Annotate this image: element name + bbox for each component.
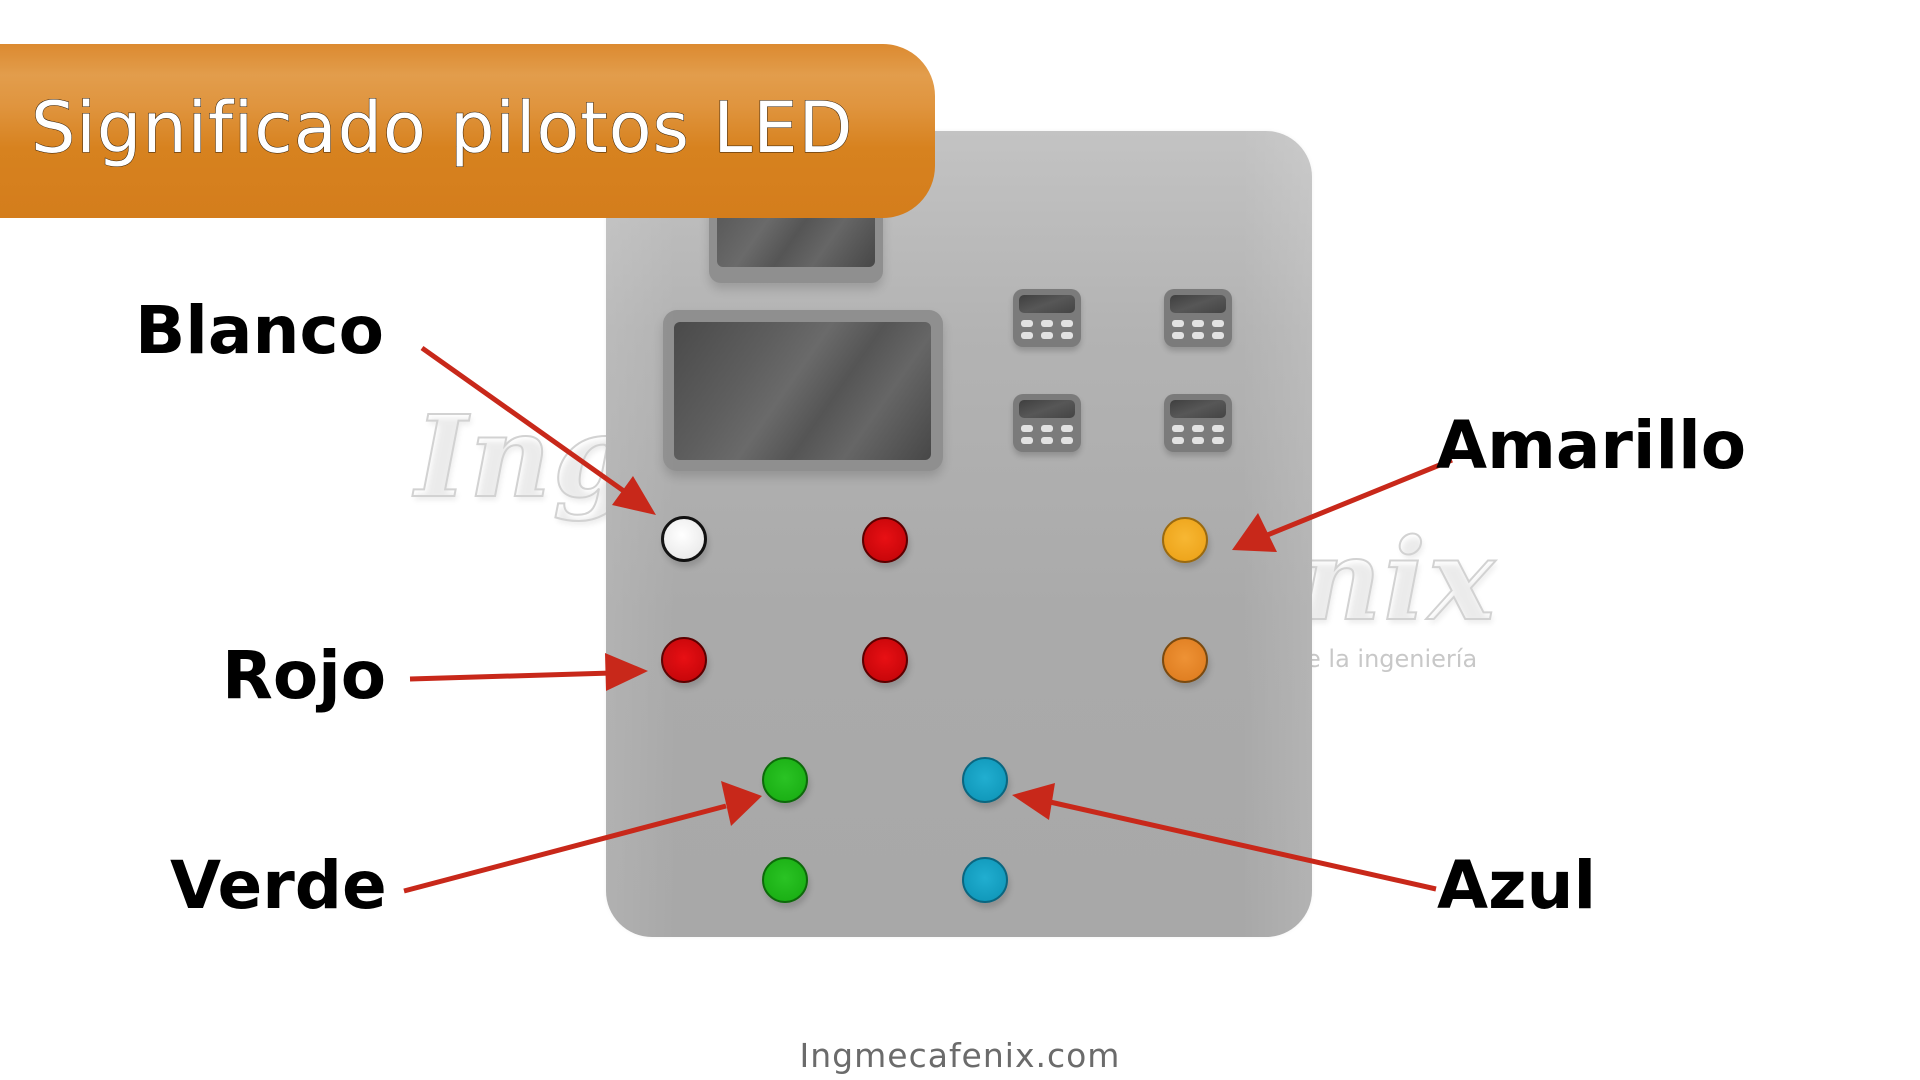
meter-module-4 (1164, 394, 1232, 452)
label-amarillo: Amarillo (1436, 407, 1747, 484)
led-red-1 (862, 517, 908, 563)
footer-website: Ingmecafenix.com (799, 1036, 1121, 1075)
title-banner (0, 44, 935, 218)
led-orange (1162, 637, 1208, 683)
led-yellow (1162, 517, 1208, 563)
watermark-brand-right: nix (1299, 514, 1497, 647)
led-white (661, 516, 707, 562)
watermark-brand-left: Ing (414, 391, 634, 524)
large-display (663, 310, 943, 471)
meter-module-3 (1013, 394, 1081, 452)
watermark-tagline: e la ingeniería (1306, 645, 1478, 673)
led-red-3 (862, 637, 908, 683)
page-title: Significado pilotos LED (30, 87, 854, 170)
large-display-screen (674, 322, 931, 460)
label-azul: Azul (1437, 847, 1597, 924)
led-blue-2 (962, 857, 1008, 903)
meter-module-2 (1164, 289, 1232, 347)
label-verde: Verde (170, 847, 387, 924)
control-panel (606, 121, 1312, 937)
led-green-2 (762, 857, 808, 903)
led-green-1 (762, 757, 808, 803)
led-red-2 (661, 637, 707, 683)
label-rojo: Rojo (222, 637, 387, 714)
label-blanco: Blanco (135, 292, 384, 369)
meter-module-1 (1013, 289, 1081, 347)
arrow-rojo (409, 670, 613, 682)
led-blue-1 (962, 757, 1008, 803)
